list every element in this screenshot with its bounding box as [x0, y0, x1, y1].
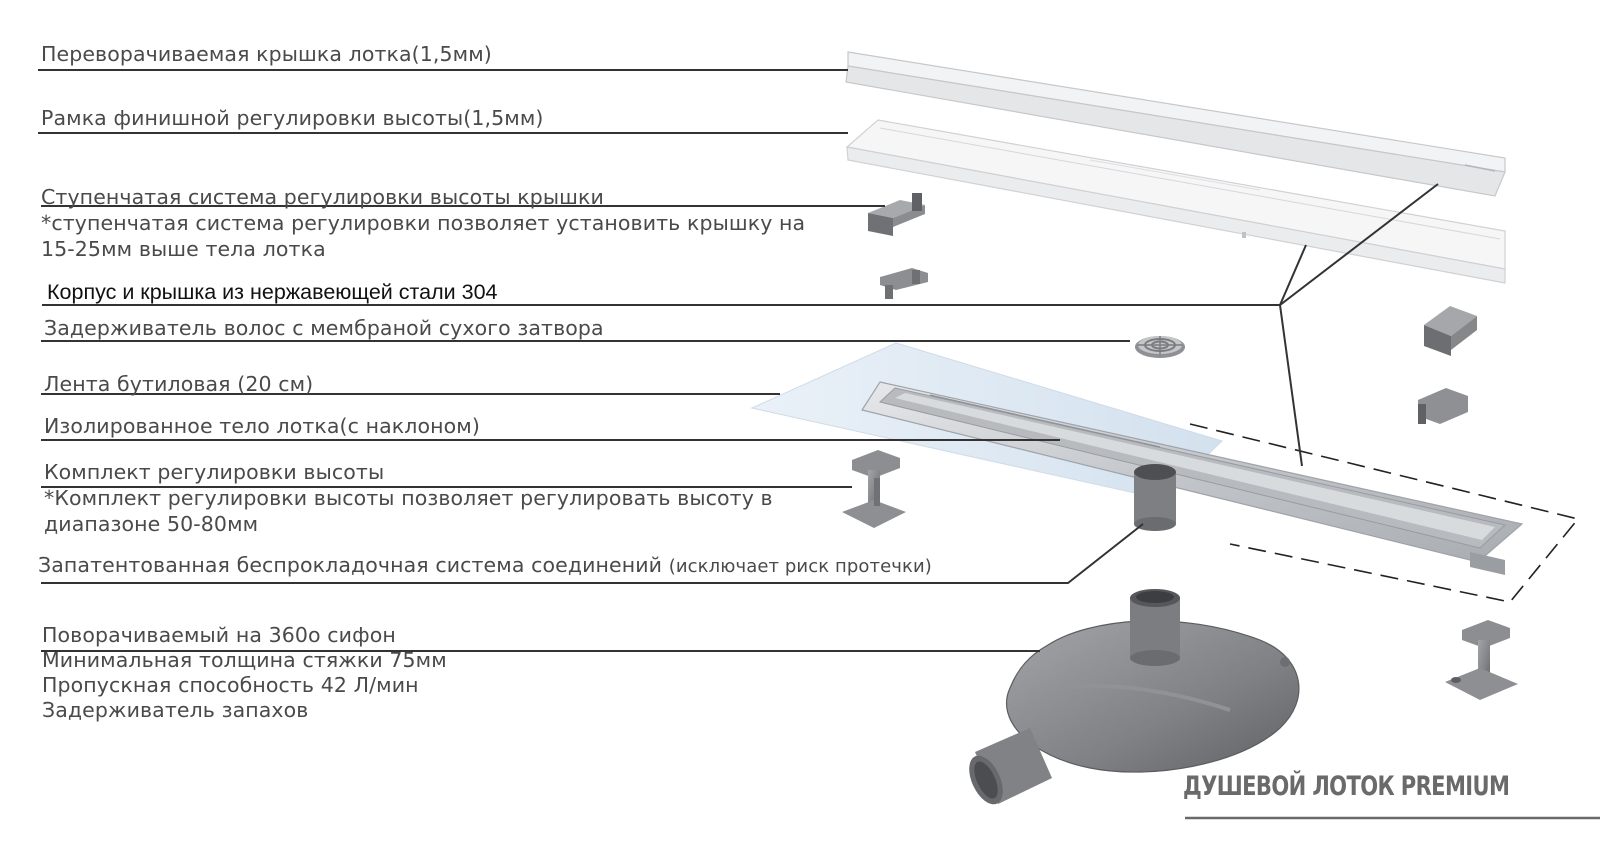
label-stepped-note-2: 15-25мм выше тела лотка: [41, 237, 326, 261]
label-siphon-line2: Минимальная толщина стяжки 75мм: [42, 648, 447, 672]
brand-title: ДУШЕВОЙ ЛОТОК PREMIUM: [1183, 771, 1510, 802]
siphon: [969, 589, 1300, 805]
label-connection-main: Запатентованная беспрокладочная система …: [38, 553, 663, 577]
leader-steel-c: [1279, 304, 1303, 467]
outlet-pipe: [1134, 464, 1176, 531]
channel-body: [861, 381, 1524, 575]
install-outline: [1189, 423, 1580, 603]
label-tape: Лента бутиловая (20 см): [44, 372, 314, 396]
height-leg-right: [1445, 620, 1518, 700]
hair-trap: [1135, 336, 1185, 358]
label-connection: Запатентованная беспрокладочная система …: [38, 553, 932, 579]
height-leg-left: [842, 450, 906, 528]
label-height-title: Комплект регулировки высоты: [44, 460, 385, 484]
label-frame: Рамка финишной регулировки высоты(1,5мм): [41, 106, 544, 130]
label-height-note-1: *Комплект регулировки высоты позволяет р…: [44, 486, 773, 510]
label-stepped-title: Ступенчатая система регулировки высоты к…: [41, 185, 604, 209]
label-steel: Корпус и крышка из нержавеющей стали 304: [47, 280, 498, 304]
bracket-3: [1424, 306, 1477, 356]
bracket-1: [868, 193, 925, 236]
label-siphon-line3: Пропускная способность 42 Л/мин: [42, 673, 419, 697]
bracket-4: [1418, 388, 1468, 424]
label-stepped-note-1: *ступенчатая система регулировки позволя…: [41, 211, 806, 235]
bracket-2: [880, 268, 928, 299]
leader-lines: [38, 69, 1439, 652]
label-body: Изолированное тело лотка(с наклоном): [44, 414, 480, 438]
height-frame: [845, 119, 1506, 284]
label-height-note-2: диапазоне 50-80мм: [44, 512, 259, 536]
label-cover: Переворачиваемая крышка лотка(1,5мм): [41, 42, 492, 66]
leader-connection: [41, 523, 1144, 584]
cover-plate: [845, 51, 1506, 197]
leader-steel-b: [1279, 244, 1307, 306]
label-siphon-line4: Задерживатель запахов: [42, 698, 309, 722]
label-hair-trap: Задерживатель волос с мембраной сухого з…: [44, 316, 604, 340]
label-siphon-title: Поворачиваемый на 360о сифон: [42, 623, 396, 647]
label-connection-extra: (исключает риск протечки): [668, 556, 932, 577]
